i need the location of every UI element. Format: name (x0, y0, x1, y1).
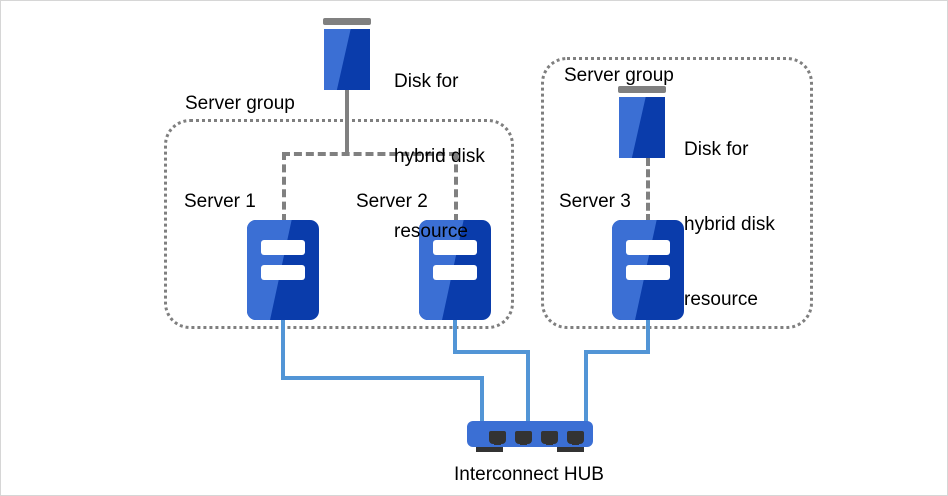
disk-link-to-server-1 (282, 152, 286, 222)
label-server-2: Server 2 (356, 191, 428, 212)
server-slot-bottom (261, 265, 305, 280)
disk-link-to-server-2 (454, 152, 458, 222)
server-group-box-left (164, 119, 514, 329)
interconnect-hub-icon (467, 421, 593, 452)
cable-server-3-segment-1 (646, 320, 650, 354)
label-disk-line-3: resource (394, 221, 468, 242)
server-icon-2 (419, 220, 491, 320)
disk-link-bus-horizontal (282, 152, 457, 156)
disk-cap (618, 86, 666, 93)
cable-server-3-segment-3 (584, 350, 588, 423)
server-icon-3 (612, 220, 684, 320)
label-server-group-left: Server group (185, 93, 295, 114)
label-server-3: Server 3 (559, 191, 631, 212)
label-disk-line-3: resource (684, 289, 758, 310)
label-disk-hybrid-right: Disk for hybrid disk resource (684, 87, 775, 362)
label-server-1: Server 1 (184, 191, 256, 212)
hub-shell (467, 421, 593, 447)
server-slot-bottom (626, 265, 670, 280)
server-slot-bottom (433, 265, 477, 280)
disk-link-to-server-3 (646, 158, 650, 222)
cable-server-3-segment-2 (584, 350, 650, 354)
hub-port-4 (567, 431, 584, 445)
label-server-group-right: Server group (564, 65, 674, 86)
label-disk-line-1: Disk for (394, 71, 459, 92)
hub-port-1 (489, 431, 506, 445)
cable-server-1-segment-2 (281, 376, 484, 380)
hub-port-3 (541, 431, 558, 445)
disk-link-stem-top (345, 90, 349, 152)
disk-body (619, 97, 665, 158)
cable-server-1-segment-1 (281, 320, 285, 380)
disk-cap (323, 18, 371, 25)
server-group-box-right (541, 57, 813, 329)
label-disk-line-2: hybrid disk (684, 214, 775, 235)
label-interconnect-hub: Interconnect HUB (454, 464, 604, 485)
server-icon-1 (247, 220, 319, 320)
cable-server-2-segment-1 (453, 320, 457, 354)
label-disk-line-2: hybrid disk (394, 146, 485, 167)
label-disk-hybrid-top: Disk for hybrid disk resource (394, 19, 485, 294)
cable-server-1-segment-3 (480, 376, 484, 423)
server-slot-top (433, 240, 477, 255)
disk-icon-hybrid-right (618, 86, 666, 158)
label-disk-line-1: Disk for (684, 139, 749, 160)
cable-server-2-segment-3 (526, 350, 530, 423)
server-slot-top (261, 240, 305, 255)
hub-foot-left (476, 447, 503, 452)
hub-foot-right (557, 447, 584, 452)
server-slot-top (626, 240, 670, 255)
hub-port-2 (515, 431, 532, 445)
disk-body (324, 29, 370, 90)
cable-server-2-segment-2 (453, 350, 530, 354)
disk-icon-hybrid-top (323, 18, 371, 90)
